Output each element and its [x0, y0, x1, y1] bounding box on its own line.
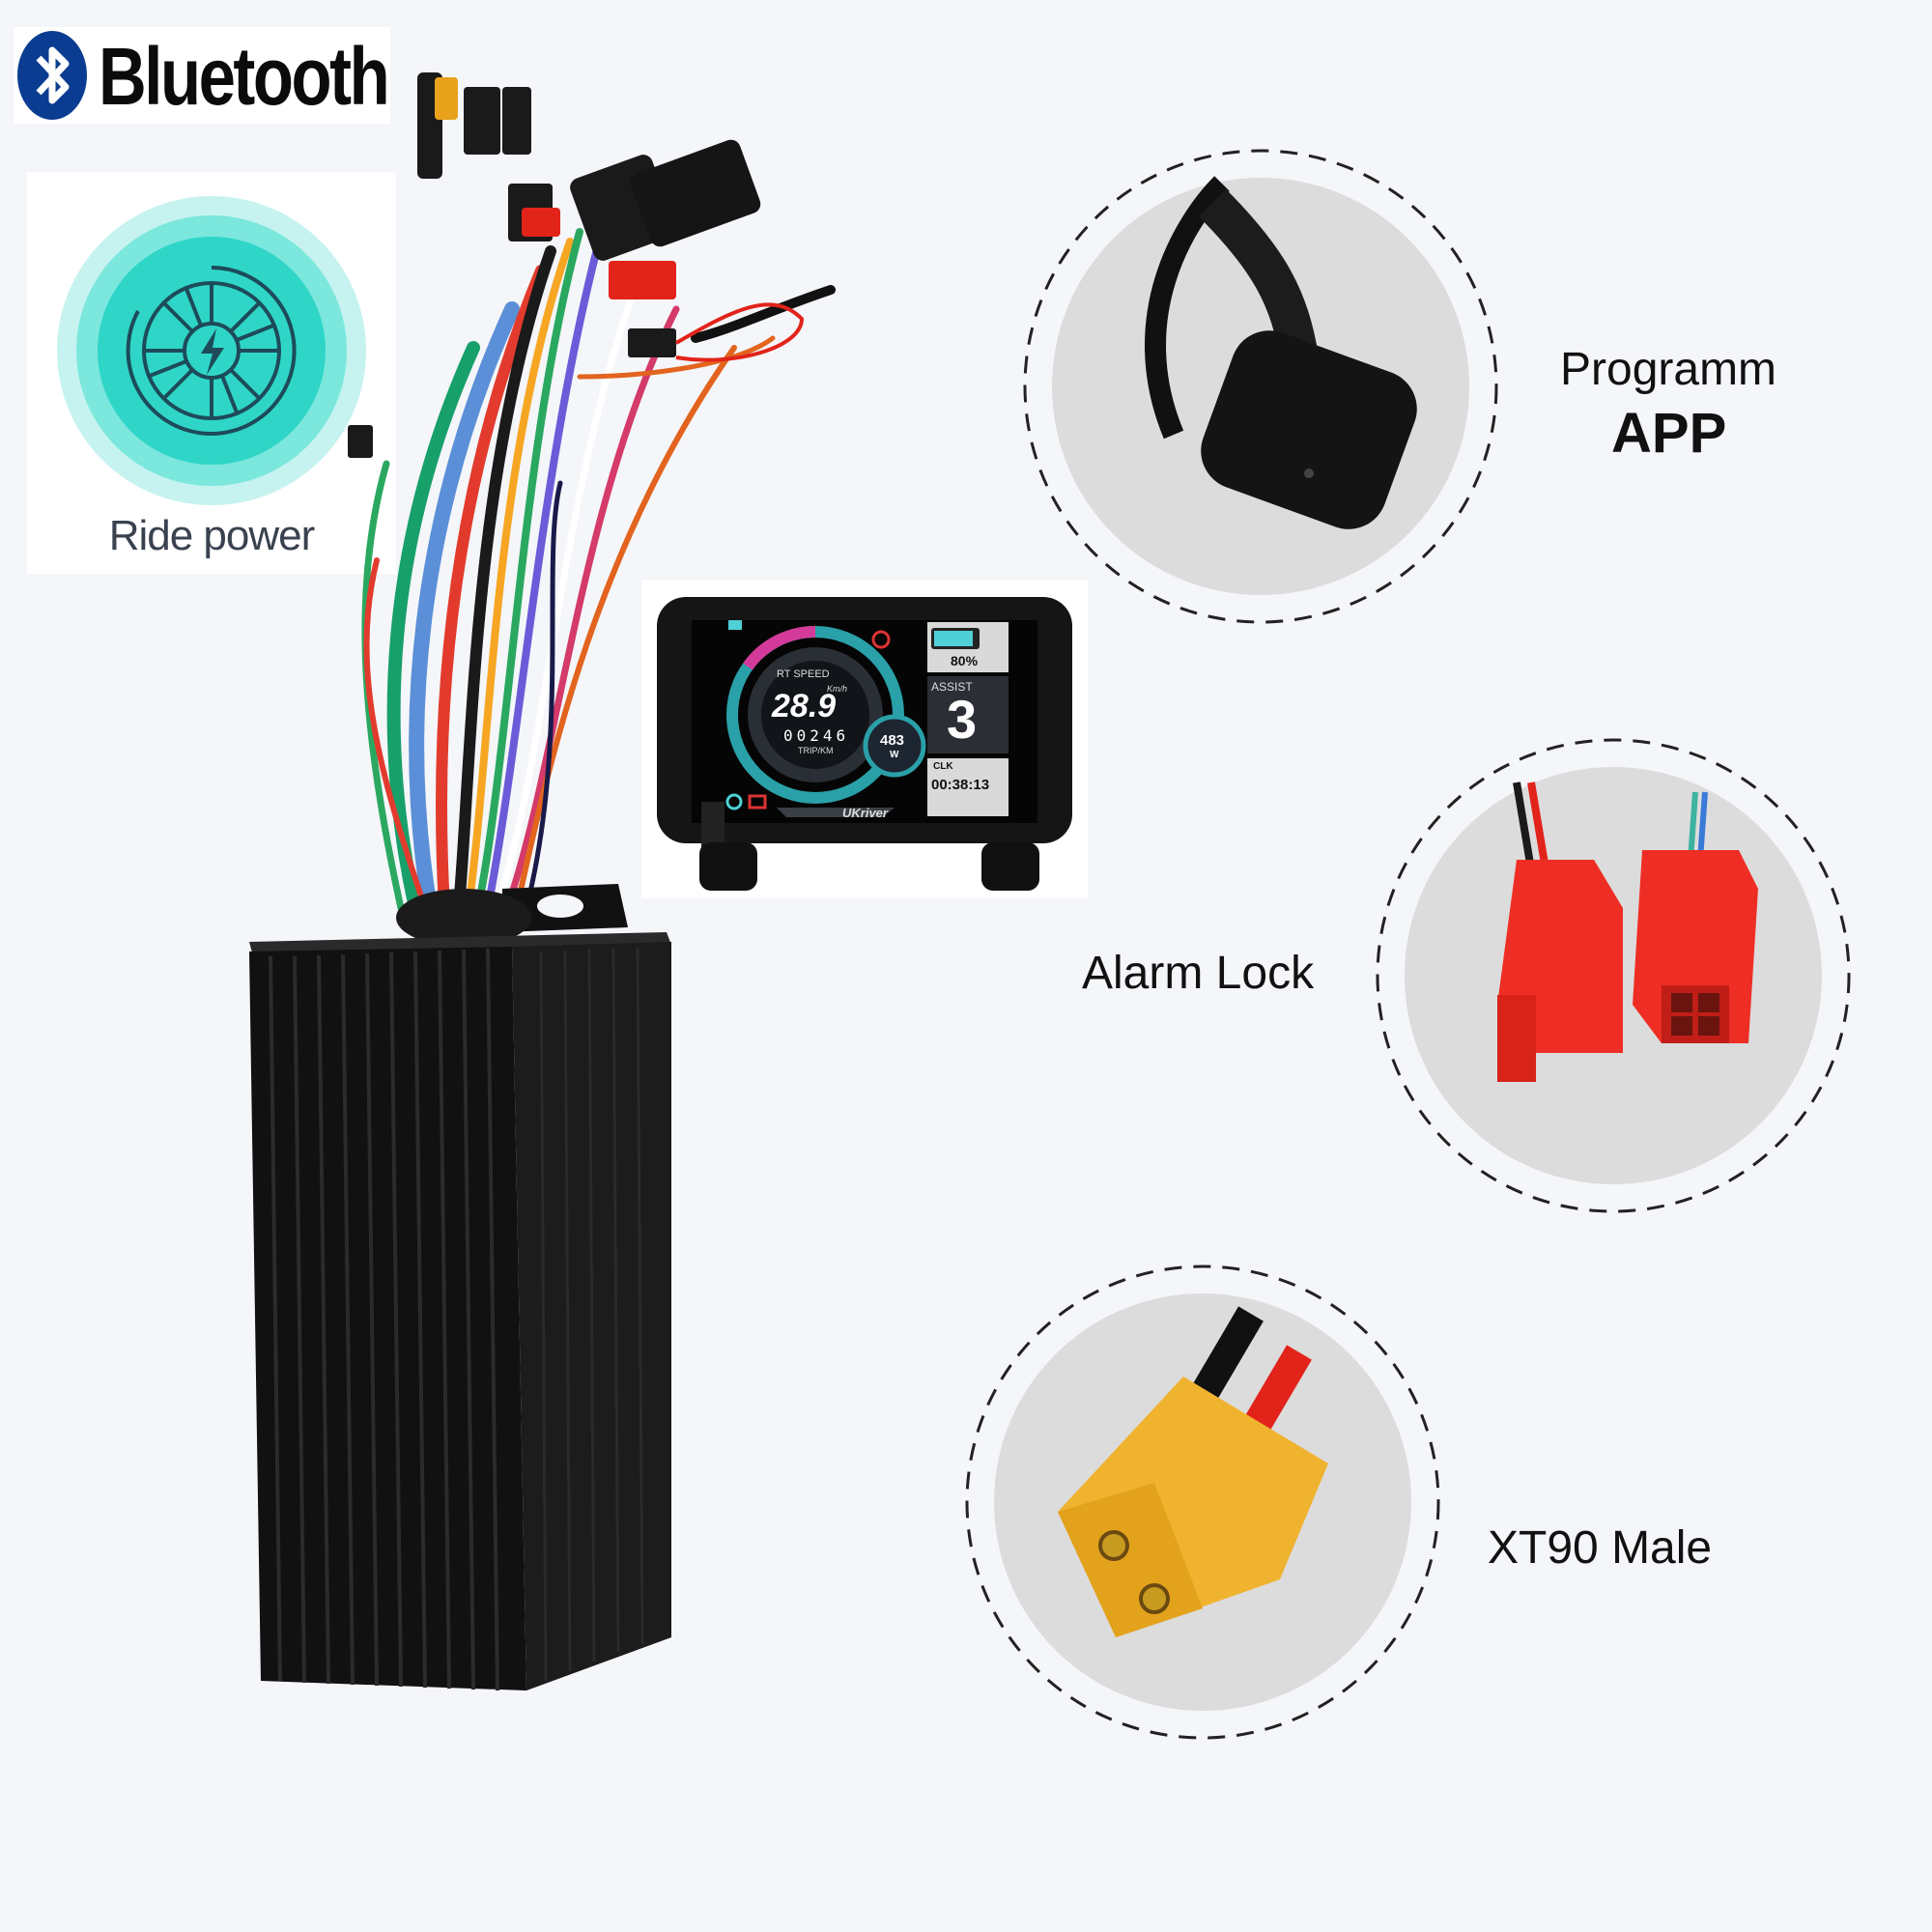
bluetooth-label: Bluetooth — [99, 31, 390, 122]
xt90-connector-icon — [965, 1264, 1440, 1740]
display-speed: 28.9 — [772, 688, 837, 724]
ride-power-card: Ride power — [27, 172, 396, 574]
display-brand: UKriver — [842, 806, 888, 820]
feature-xt90-label: XT90 Male — [1488, 1522, 1713, 1574]
display-clock-label: CLK — [933, 761, 953, 772]
display-clock: 00:38:13 — [931, 777, 990, 793]
display-trip: 00246 — [783, 726, 850, 745]
display-device — [657, 597, 1072, 891]
bluetooth-badge: Bluetooth — [14, 27, 390, 124]
display-trip-label: TRIP/KM — [798, 746, 834, 755]
display-speed-label: RT SPEED — [777, 668, 830, 680]
feature-programm-line2: APP — [1611, 402, 1727, 465]
program-cable-icon — [1023, 149, 1498, 624]
controller-image — [249, 58, 836, 1691]
feature-programm-line1: Programm — [1560, 344, 1777, 395]
bluetooth-icon — [17, 31, 87, 120]
ride-power-label: Ride power — [108, 512, 316, 559]
display-power-unit: W — [890, 750, 899, 760]
feature-alarm-label: Alarm Lock — [1082, 948, 1315, 999]
display-panel: RT SPEED Km/h 28.9 00246 TRIP/KM 483 W 8… — [641, 580, 1088, 898]
alarm-connector-icon — [1376, 738, 1851, 1213]
display-speed-unit: Km/h — [827, 684, 848, 694]
display-battery: 80% — [951, 653, 979, 668]
display-power: 483 — [880, 732, 905, 749]
ride-power-icon — [57, 196, 366, 505]
display-assist-label: ASSIST — [931, 680, 973, 694]
display-assist: 3 — [947, 689, 978, 750]
